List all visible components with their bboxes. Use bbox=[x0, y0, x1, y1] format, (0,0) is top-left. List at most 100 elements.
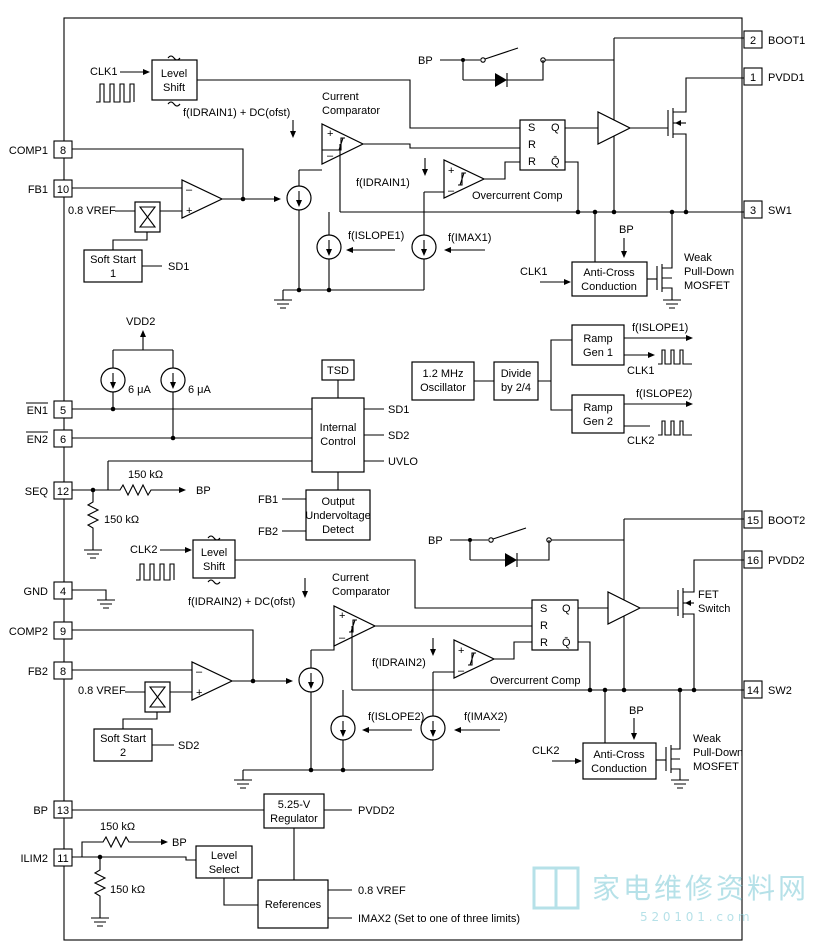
svg-text:Soft Start: Soft Start bbox=[90, 254, 136, 266]
svg-text:1: 1 bbox=[110, 268, 116, 280]
svg-text:SW1: SW1 bbox=[768, 205, 792, 217]
svg-text:+: + bbox=[186, 205, 192, 217]
svg-text:f(ISLOPE1): f(ISLOPE1) bbox=[632, 322, 688, 334]
svg-text:EN1: EN1 bbox=[27, 405, 48, 417]
ch2-error-amp: – + bbox=[191, 661, 234, 701]
svg-text:150 kΩ: 150 kΩ bbox=[100, 821, 135, 833]
svg-text:Q: Q bbox=[562, 603, 571, 615]
svg-text:16: 16 bbox=[747, 555, 759, 567]
pin-comp1: 8 COMP1 bbox=[9, 140, 73, 159]
svg-text:150 kΩ: 150 kΩ bbox=[128, 469, 163, 481]
ch2-overcurrent-label: Overcurrent Comp bbox=[490, 675, 580, 687]
svg-text:by 2/4: by 2/4 bbox=[501, 382, 531, 394]
ch1-clk-in: CLK1 bbox=[520, 266, 548, 278]
ch1-overcurrent-label: Overcurrent Comp bbox=[472, 190, 562, 202]
svg-text:Control: Control bbox=[320, 436, 355, 448]
svg-text:Anti-Cross: Anti-Cross bbox=[583, 267, 635, 279]
bottom-section: 5.25-V Regulator PVDD2 150 kΩ BP 150 kΩ … bbox=[72, 793, 520, 929]
svg-text:Weak: Weak bbox=[684, 252, 712, 264]
ch1-f-drain: f(IDRAIN1) bbox=[356, 177, 410, 189]
ch1-high-side-fet bbox=[667, 77, 744, 212]
ilim-resistor-bottom bbox=[93, 857, 107, 918]
svg-text:+: + bbox=[196, 687, 202, 699]
ramp1-clk-waveform bbox=[658, 349, 692, 365]
regulator: 5.25-V Regulator bbox=[263, 793, 325, 829]
svg-text:BP: BP bbox=[33, 805, 48, 817]
svg-text:0.8 VREF: 0.8 VREF bbox=[358, 885, 406, 897]
svg-text:Switch: Switch bbox=[698, 603, 730, 615]
svg-text:R: R bbox=[540, 620, 548, 632]
ch1-sd: SD1 bbox=[168, 261, 189, 273]
ch1-clk-waveform bbox=[96, 83, 135, 103]
ch2-current-source-max bbox=[420, 715, 446, 741]
svg-text:Regulator: Regulator bbox=[270, 813, 318, 825]
ch1-driver[interactable] bbox=[597, 111, 632, 145]
ch2-clk-in: CLK2 bbox=[532, 745, 560, 757]
current-source-en2 bbox=[160, 367, 186, 393]
svg-text:10: 10 bbox=[57, 184, 69, 196]
svg-text:R: R bbox=[540, 637, 548, 649]
svg-text:–: – bbox=[186, 184, 193, 196]
ch1-error-amp: – + bbox=[181, 179, 224, 219]
svg-text:Anti-Cross: Anti-Cross bbox=[593, 749, 645, 761]
svg-text:Ramp: Ramp bbox=[583, 402, 612, 414]
svg-text:5.25-V: 5.25-V bbox=[278, 799, 311, 811]
svg-text:COMP1: COMP1 bbox=[9, 145, 48, 157]
svg-text:FB2: FB2 bbox=[258, 526, 278, 538]
svg-text:Soft Start: Soft Start bbox=[100, 733, 146, 745]
svg-text:Output: Output bbox=[321, 496, 354, 508]
ch2-weak-pulldown: Weak Pull-Down MOSFET bbox=[665, 690, 743, 789]
internal-control: Internal Control bbox=[311, 397, 365, 473]
ch1-weak-pulldown: Weak Pull-Down MOSFET bbox=[656, 212, 734, 309]
ch2-sd: SD2 bbox=[178, 740, 199, 752]
svg-text:Select: Select bbox=[209, 864, 240, 876]
svg-text:Q: Q bbox=[551, 122, 560, 134]
svg-text:Gen 2: Gen 2 bbox=[583, 416, 613, 428]
ch2-f-drain: f(IDRAIN2) bbox=[372, 657, 426, 669]
ilim-resistor-top bbox=[98, 835, 162, 849]
svg-text:150 kΩ: 150 kΩ bbox=[104, 514, 139, 526]
svg-text:Oscillator: Oscillator bbox=[420, 382, 466, 394]
svg-text:–: – bbox=[196, 666, 203, 678]
watermark-cn: 家电维修资料网 bbox=[592, 872, 809, 905]
svg-text:150 kΩ: 150 kΩ bbox=[110, 884, 145, 896]
ch1-overcurrent-comparator: + – bbox=[443, 159, 486, 199]
ch2-current-source-main bbox=[298, 667, 324, 693]
ch2-sr-latch: S Q R R Q̄ bbox=[531, 599, 579, 651]
svg-text:Conduction: Conduction bbox=[581, 281, 637, 293]
svg-text:Internal: Internal bbox=[320, 422, 357, 434]
middle-section: VDD2 6 μA 6 μA TSD Internal Control bbox=[72, 316, 693, 559]
svg-text:Gen 1: Gen 1 bbox=[583, 347, 613, 359]
pin-ilim2: 11 ILIM2 bbox=[20, 848, 73, 867]
ch2-current-source-slope bbox=[330, 715, 356, 741]
svg-text:BP: BP bbox=[172, 837, 187, 849]
pin-pvdd1: 1 PVDD1 bbox=[743, 67, 805, 86]
svg-text:6 μA: 6 μA bbox=[188, 384, 212, 396]
svg-text:Level: Level bbox=[161, 68, 187, 80]
pin-gnd: 4 GND bbox=[24, 581, 73, 600]
pin-sw1: 3 SW1 bbox=[743, 200, 792, 219]
svg-text:Shift: Shift bbox=[163, 82, 185, 94]
svg-text:SD1: SD1 bbox=[388, 404, 409, 416]
ch1-current-source-slope bbox=[316, 234, 342, 260]
svg-text:EN2: EN2 bbox=[27, 434, 48, 446]
svg-text:FB2: FB2 bbox=[28, 666, 48, 678]
svg-text:8: 8 bbox=[60, 666, 66, 678]
pin-comp2: 9 COMP2 bbox=[9, 621, 73, 640]
pin-boot2: 15 BOOT2 bbox=[743, 510, 805, 529]
ch2-driver[interactable] bbox=[607, 591, 642, 625]
svg-text:Detect: Detect bbox=[322, 524, 354, 536]
svg-text:BOOT2: BOOT2 bbox=[768, 515, 805, 527]
ramp2-clk-waveform bbox=[658, 420, 692, 436]
svg-text:S: S bbox=[540, 603, 547, 615]
ch2-clk-label: CLK2 bbox=[130, 544, 158, 556]
svg-text:12: 12 bbox=[57, 486, 69, 498]
right-pins: 2 BOOT1 1 PVDD1 3 SW1 15 BOOT2 16 PVDD2 … bbox=[743, 30, 805, 699]
ch2-clk-waveform bbox=[136, 563, 175, 581]
ch1-current-comparator: + – bbox=[321, 123, 365, 165]
pin-en2: 6 EN2 bbox=[26, 429, 73, 448]
svg-text:+: + bbox=[448, 165, 454, 177]
svg-text:1: 1 bbox=[750, 72, 756, 84]
ch1-hourglass bbox=[134, 201, 161, 233]
svg-text:IMAX2 (Set to one of three lim: IMAX2 (Set to one of three limits) bbox=[358, 913, 520, 925]
